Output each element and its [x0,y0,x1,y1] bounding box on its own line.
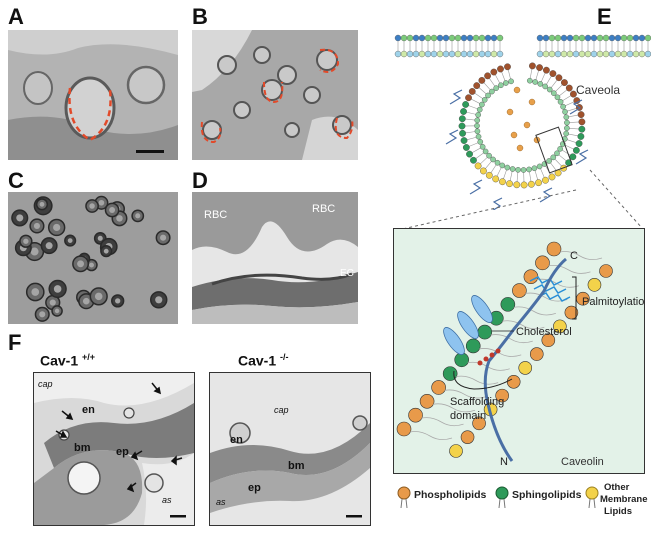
cav1-ko-title: Cav-1 -/- [238,352,289,369]
rbc-left-label: RBC [204,209,227,221]
svg-text:Lipids: Lipids [604,506,632,517]
ko-cap-label: cap [274,405,289,415]
rbc-right-label: RBC [312,203,335,215]
caveolin-label: Caveolin [561,456,604,468]
ko-bm-label: bm [288,460,305,472]
legend-sphingolipids: Sphingolipids [496,487,582,508]
panel-a-micrograph [8,30,178,160]
n-terminus-label: N [500,456,508,468]
ko-as-label: as [216,497,226,507]
panel-label-f: F [8,330,21,356]
wt-ep-label: ep [116,446,129,458]
cav1-ko-micrograph: cap en bm ep as [209,372,371,526]
panel-label-c: C [8,168,24,194]
legend-phospholipids: Phospholipids [398,487,486,508]
svg-text:Phospholipids: Phospholipids [414,489,486,501]
panel-b-micrograph [192,30,358,160]
panel-label-e: E [597,4,612,30]
wt-as-label: as [162,495,172,505]
ec-label: EC [340,268,354,279]
panel-d-micrograph: RBC RBC EC [192,192,358,324]
panel-c-micrograph [8,192,178,324]
scaffolding-label: Scaffolding [450,396,504,408]
wt-en-label: en [82,404,95,416]
svg-text:Membrane: Membrane [600,494,648,505]
wt-bm-label: bm [74,442,91,454]
panel-label-d: D [192,168,208,194]
svg-text:Other: Other [604,482,630,493]
caveola-label: Caveola [576,83,620,97]
palmitoylation-label: Palmitoylation [582,296,644,308]
cav1-wt-micrograph: cap en bm ep as [33,372,195,526]
scaffolding-label-2: domain [450,410,486,422]
ko-ep-label: ep [248,482,261,494]
legend-other-membrane-lipids: Other Membrane Lipids [586,482,648,517]
cav1-wt-title: Cav-1 +/+ [40,352,95,369]
c-terminus-label: C [570,250,578,262]
panel-label-b: B [192,4,208,30]
ko-en-label: en [230,434,243,446]
panel-label-a: A [8,4,24,30]
cholesterol-label: Cholesterol [516,326,572,338]
wt-cap-label: cap [38,379,53,389]
svg-text:Sphingolipids: Sphingolipids [512,489,582,501]
lipid-legend: Phospholipids Sphingolipids Other Membra… [394,480,651,532]
zoom-connector [380,150,651,240]
